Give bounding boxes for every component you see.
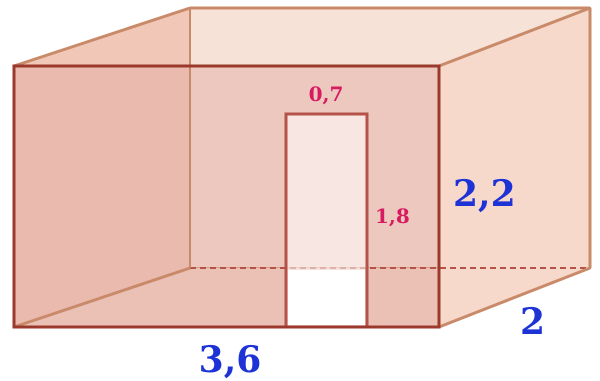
door-width-label: 0,7 — [309, 82, 344, 106]
top-left-depth-edge — [13, 6, 191, 68]
front-face-outline — [12, 64, 441, 329]
bottom-right-depth-edge — [438, 266, 591, 329]
right-face — [439, 8, 590, 327]
box-edges — [12, 6, 592, 329]
top-right-depth-edge — [438, 6, 591, 68]
front-face — [14, 66, 439, 327]
door-height-label: 1,8 — [375, 204, 410, 228]
left-face — [14, 8, 190, 327]
bottom-left-depth-edge — [13, 266, 191, 329]
room-width-label: 3,6 — [199, 339, 262, 381]
door-bottom-opening — [288, 270, 365, 325]
room-height-label: 2,2 — [453, 173, 516, 215]
room-depth-label: 2 — [520, 301, 545, 343]
